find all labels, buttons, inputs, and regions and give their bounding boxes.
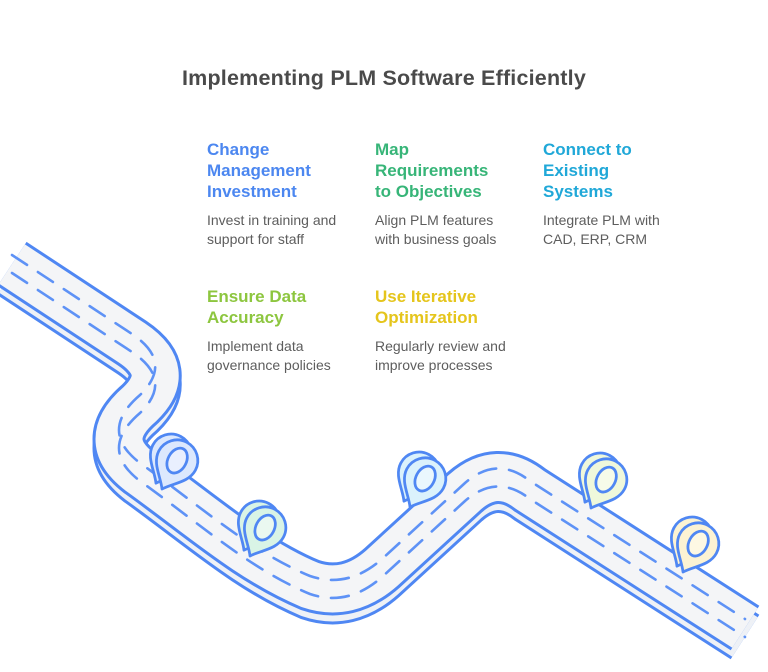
step-description: Integrate PLM with CAD, ERP, CRM bbox=[543, 212, 660, 247]
step-description: Align PLM features with business goals bbox=[375, 212, 497, 247]
step-description: Invest in training and support for staff bbox=[207, 212, 337, 247]
step-description: Regularly review and improve processes bbox=[375, 338, 506, 373]
step-heading: Map Requirements to Objectives bbox=[375, 140, 489, 201]
map-pin-2 bbox=[224, 492, 295, 568]
map-pin-3 bbox=[384, 443, 455, 519]
step-description: Implement data governance policies bbox=[207, 338, 331, 373]
step-heading: Ensure Data Accuracy bbox=[207, 287, 307, 327]
step-heading: Use Iterative Optimization bbox=[375, 287, 478, 327]
page-title: Implementing PLM Software Efficiently bbox=[181, 66, 586, 90]
step-heading: Change Management Investment bbox=[207, 140, 311, 201]
map-pin-4 bbox=[565, 444, 636, 520]
step-heading: Connect to Existing Systems bbox=[543, 140, 632, 201]
map-pin-1 bbox=[136, 425, 207, 501]
map-pin-5 bbox=[657, 508, 728, 584]
